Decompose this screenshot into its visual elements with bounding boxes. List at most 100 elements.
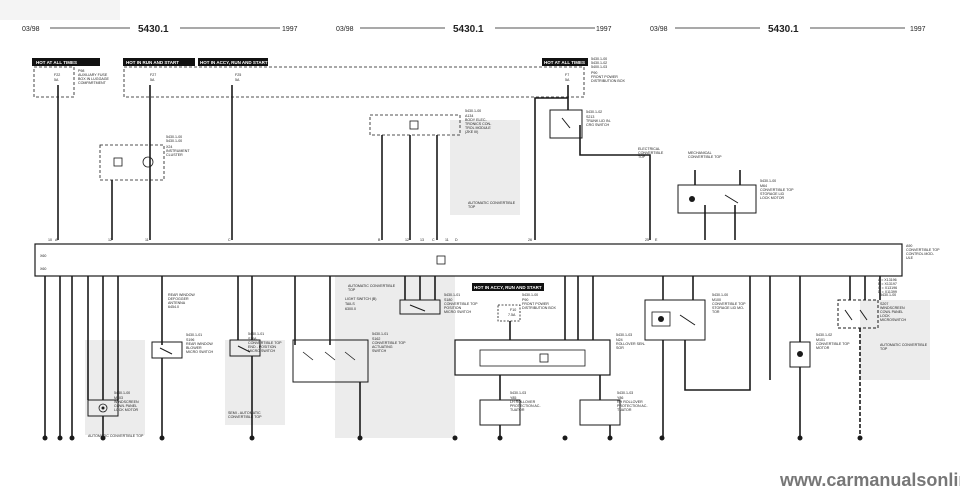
fuse-f10-id: F10 [510, 308, 516, 312]
svg-text:5430.1-00: 5430.1-00 [114, 391, 130, 395]
svg-text:A134: A134 [465, 114, 473, 118]
svg-text:MICROSWITCH: MICROSWITCH [880, 318, 907, 322]
body-electronics-icon [409, 120, 419, 130]
svg-text:ACTUATING: ACTUATING [372, 345, 393, 349]
svg-text:5430.1-00: 5430.1-00 [465, 109, 481, 113]
svg-text:S162: S162 [372, 337, 380, 341]
power-bar-hot-in-accy-2 [472, 283, 544, 291]
svg-text:E: E [655, 238, 658, 242]
svg-text:6300.0: 6300.0 [345, 307, 356, 311]
label-p98: P98 AUXILIARY FUSE BOX IN LUGGAGE COMPAR… [78, 69, 110, 85]
svg-text:N24: N24 [616, 338, 623, 342]
sheet-1-code: 5430.1 [138, 24, 169, 35]
power-bar-hot-at-all-times-2 [542, 58, 588, 66]
svg-text:INSTRUMENT: INSTRUMENT [166, 149, 190, 153]
storage-lid-lock-motor-box [677, 184, 757, 214]
svg-text:TOR: TOR [712, 310, 720, 314]
label-rear-window-blower: 5430.1-01 S196 REAR WINDOW BLOWER MICRO … [186, 333, 214, 354]
svg-text:5430.1-00: 5430.1-00 [760, 179, 776, 183]
control-module-pins: 10 A 12 11 C B 12 13 C 11 D 26 25 E [48, 238, 658, 242]
label-top-actuating: 5430.1-01 S162 CONVERTIBLE TOP ACTUATING… [372, 332, 406, 353]
svg-text:BOX IN LUGGAGE: BOX IN LUGGAGE [78, 77, 110, 81]
svg-text:P90: P90 [522, 298, 528, 302]
cluster-module-icon [113, 157, 123, 167]
svg-text:5430.1-02: 5430.1-02 [816, 333, 832, 337]
shaded-region-auto-top-right [860, 300, 930, 380]
svg-text:DISTRIBUTION BOX: DISTRIBUTION BOX [522, 306, 557, 310]
label-rollover-sensor: 5430.1-03 N24 ROLLOVER SEN- SOR [616, 333, 646, 350]
svg-text:S198: S198 [248, 337, 256, 341]
label-storage-lid-motor-2: 5430.1-00 M100 CONVERTIBLE TOP STORAGE L… [712, 293, 746, 314]
power-bar-hot-at-all-times [32, 58, 100, 66]
svg-text:5430.1-03: 5430.1-03 [510, 391, 526, 395]
svg-text:S213: S213 [586, 115, 594, 119]
svg-text:M101: M101 [816, 338, 825, 342]
svg-text:STORAGE LID: STORAGE LID [760, 192, 785, 196]
sheet-3-year: 1997 [910, 26, 926, 33]
fuse-f7-rating: 5A [565, 78, 570, 82]
svg-text:TOP: TOP [348, 288, 356, 292]
sheet-3-date: 03/98 [650, 26, 668, 33]
svg-text:CONVERTIBLE TOP: CONVERTIBLE TOP [816, 342, 850, 346]
shaded-region-windscreen [85, 340, 145, 435]
top-position-switch [399, 299, 441, 315]
svg-text:LOCK: LOCK [880, 314, 890, 318]
svg-text:TUATOR: TUATOR [617, 408, 632, 412]
label-auto-top-1: AUTOMATIC CONVERTIBLE TOP [468, 201, 516, 209]
svg-text:CONTROL MOD-: CONTROL MOD- [906, 252, 935, 256]
svg-text:S207: S207 [880, 302, 888, 306]
label-top-motor: 5430.1-02 M101 CONVERTIBLE TOP MOTOR [816, 333, 850, 350]
svg-text:SOR: SOR [616, 346, 624, 350]
svg-text:Y85: Y85 [510, 396, 516, 400]
svg-text:5430.1-03: 5430.1-03 [616, 333, 632, 337]
svg-text:D = X11399: D = X11399 [878, 290, 897, 294]
svg-text:5400.1-03: 5400.1-03 [591, 65, 607, 69]
svg-text:BODY ELEC-: BODY ELEC- [465, 118, 488, 122]
svg-text:A: A [55, 238, 58, 242]
label-auto-top-3: AUTOMATIC CONVERTIBLE TOP [88, 434, 144, 438]
svg-text:5430.1-00: 5430.1-00 [880, 293, 896, 297]
svg-text:LH ROLLOVER: LH ROLLOVER [510, 400, 536, 404]
bus-label-left-top: X60 [40, 254, 46, 258]
bus-label-left-bottom: X60 [40, 267, 46, 271]
svg-text:CONVERTIBLE TOP: CONVERTIBLE TOP [712, 302, 746, 306]
svg-text:5430.1-03: 5430.1-03 [617, 391, 633, 395]
svg-text:C: C [432, 238, 435, 242]
windscreen-lock-microswitch [837, 299, 879, 329]
svg-text:PROTECTION AC-: PROTECTION AC- [617, 404, 648, 408]
svg-text:25: 25 [645, 238, 649, 242]
svg-text:MOTOR: MOTOR [816, 346, 830, 350]
svg-text:12: 12 [405, 238, 409, 242]
svg-text:TOP: TOP [468, 205, 476, 209]
fuse-box-auxiliary [33, 66, 75, 98]
svg-text:TOP: TOP [880, 347, 888, 351]
label-semi-auto: SEMI - AUTOMATIC CONVERTIBLE TOP [228, 411, 262, 419]
sheet-3-code: 5430.1 [768, 24, 799, 35]
cluster-gauge-icon [142, 156, 154, 168]
svg-text:SWITCH: SWITCH [372, 349, 387, 353]
svg-text:COWL PANEL: COWL PANEL [880, 310, 903, 314]
wires-top [57, 85, 741, 240]
svg-text:LIGHT SWITCH (B): LIGHT SWITCH (B) [345, 297, 376, 301]
svg-text:ANTENNA: ANTENNA [168, 301, 186, 305]
svg-text:CLUSTER: CLUSTER [166, 153, 183, 157]
svg-text:12: 12 [108, 238, 112, 242]
svg-text:MICRO SWITCH: MICRO SWITCH [248, 349, 276, 353]
svg-text:MECHANICAL: MECHANICAL [688, 151, 712, 155]
connector-legend: A = X13196 B = X13197 C = X13196 D = X11… [878, 278, 897, 294]
storage-lid-motor [644, 299, 706, 341]
svg-text:CONVERTIBLE TOP: CONVERTIBLE TOP [228, 415, 262, 419]
svg-text:AUTOMATIC CONVERTIBLE: AUTOMATIC CONVERTIBLE [880, 343, 928, 347]
svg-text:TRONICS CON-: TRONICS CON- [465, 122, 492, 126]
svg-text:WINDSCREEN: WINDSCREEN [114, 400, 139, 404]
svg-text:P90: P90 [591, 71, 597, 75]
svg-text:AUXILIARY FUSE: AUXILIARY FUSE [78, 73, 108, 77]
label-p90-top: 5430.1-00 5430.1-02 5400.1-03 P90 FRONT … [591, 57, 626, 83]
svg-text:13: 13 [420, 238, 424, 242]
svg-text:C: C [228, 238, 231, 242]
label-control-module: A90 CONVERTIBLE TOP CONTROL MOD- ULE [906, 244, 940, 260]
svg-text:M64: M64 [760, 184, 767, 188]
svg-text:CONVERTIBLE TOP: CONVERTIBLE TOP [372, 341, 406, 345]
svg-text:TAILS: TAILS [345, 302, 355, 306]
